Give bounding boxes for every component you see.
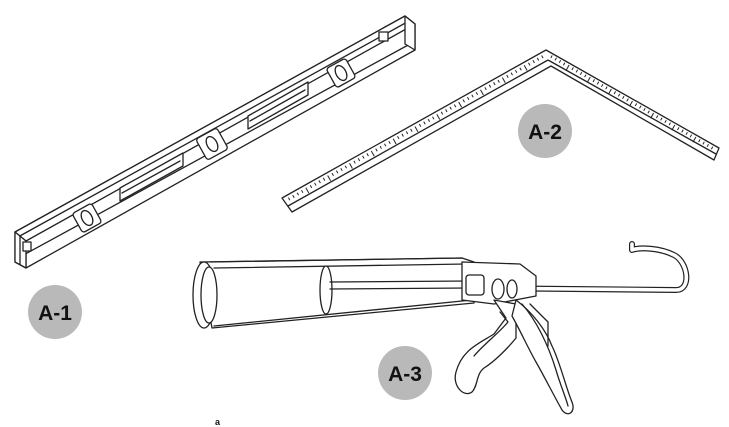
badge-a3: A-3 (378, 346, 432, 400)
spirit-level (14, 15, 416, 269)
badge-a1: A-1 (28, 285, 82, 339)
label-a1: A-1 (38, 302, 72, 325)
square-ticks-long-arm (287, 55, 544, 201)
square-ticks-short-arm (550, 55, 714, 150)
caulk-gun (192, 241, 690, 415)
badge-a2: A-2 (518, 104, 572, 158)
label-a3: A-3 (388, 363, 422, 386)
framing-square (281, 49, 720, 213)
label-a2: A-2 (528, 121, 562, 144)
footnote-mark: a (215, 417, 221, 427)
